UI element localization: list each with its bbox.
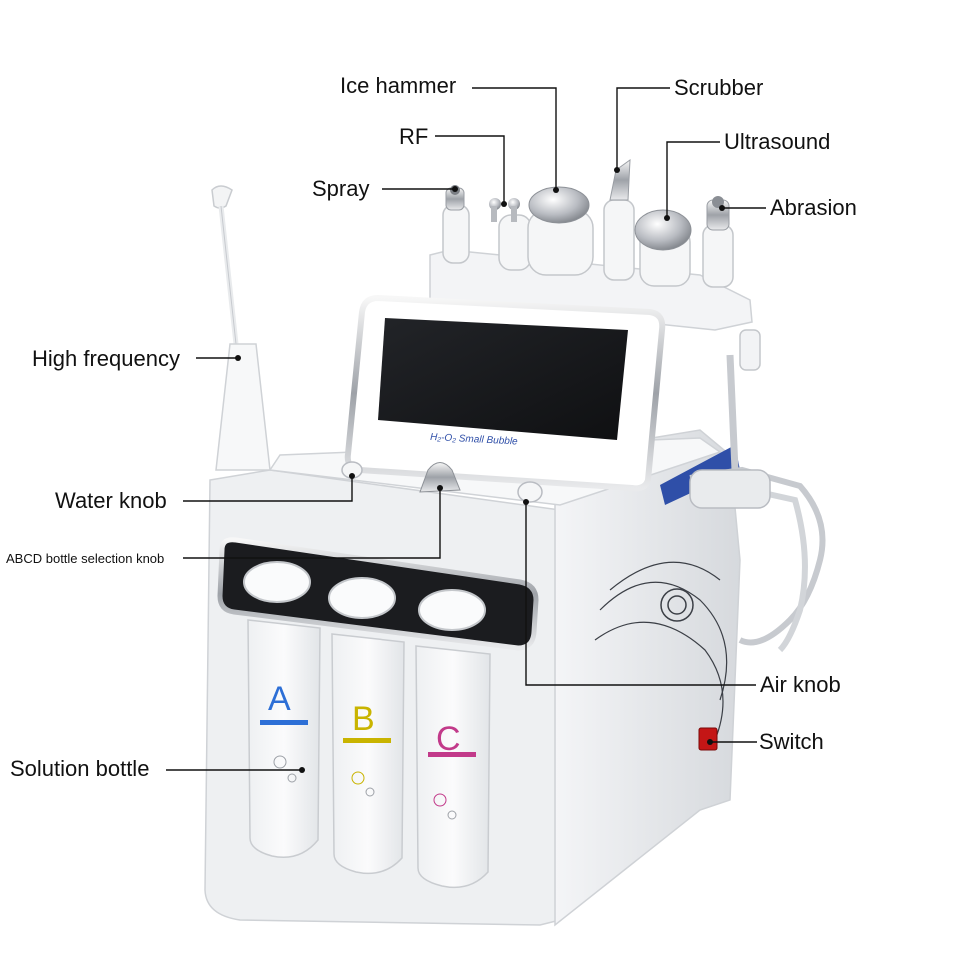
label-air-knob: Air knob xyxy=(760,672,841,697)
label-spray: Spray xyxy=(312,176,370,201)
leader-water-knob xyxy=(183,476,353,502)
bottle-a-letter: A xyxy=(268,680,291,718)
leader-dots xyxy=(235,167,725,773)
abrasion-handpiece-icon xyxy=(702,196,734,288)
label-rf: RF xyxy=(399,124,429,149)
leader-ice-hammer xyxy=(472,87,557,190)
label-switch: Switch xyxy=(759,729,824,754)
leader-ultrasound xyxy=(666,141,720,218)
leader-scrubber xyxy=(616,87,670,170)
bottle-holder-band xyxy=(217,537,539,651)
leader-rf xyxy=(435,135,505,204)
label-ultrasound: Ultrasound xyxy=(724,129,831,154)
leader-air-knob xyxy=(525,502,756,686)
label-abrasion: Abrasion xyxy=(770,195,857,220)
solution-bottle-b-icon xyxy=(331,633,405,875)
label-scrubber: Scrubber xyxy=(674,75,764,100)
label-abcd-bottle-selection-knob: ABCD bottle selection knob xyxy=(6,551,165,566)
spray-handpiece-icon xyxy=(442,185,470,264)
scrubber-handpiece-icon xyxy=(603,158,635,281)
rf-handpiece-icon xyxy=(489,198,532,271)
ice-hammer-handpiece-icon xyxy=(527,186,594,276)
label-high-frequency: High frequency xyxy=(32,346,180,371)
cable-icon xyxy=(689,329,826,653)
bottle-b-letter: B xyxy=(352,700,375,738)
screen-brand-text: H₂-O₂ Small Bubble xyxy=(430,432,519,448)
ultrasound-handpiece-icon xyxy=(634,209,692,287)
abcd-selection-knob-icon xyxy=(419,462,461,493)
leader-lines xyxy=(166,87,766,771)
label-ice-hammer: Ice hammer xyxy=(340,73,457,98)
leader-abcd-knob xyxy=(183,488,441,559)
touch-screen xyxy=(344,294,666,492)
solution-bottle-a-icon xyxy=(247,619,321,858)
label-water-knob: Water knob xyxy=(55,488,167,513)
high-frequency-handpiece-icon xyxy=(211,185,271,471)
label-solution-bottle: Solution bottle xyxy=(10,756,150,781)
switch-icon xyxy=(698,727,718,751)
solution-bottle-c-icon xyxy=(415,645,491,889)
air-knob-icon xyxy=(517,481,543,503)
bottle-c-letter: C xyxy=(436,720,461,758)
